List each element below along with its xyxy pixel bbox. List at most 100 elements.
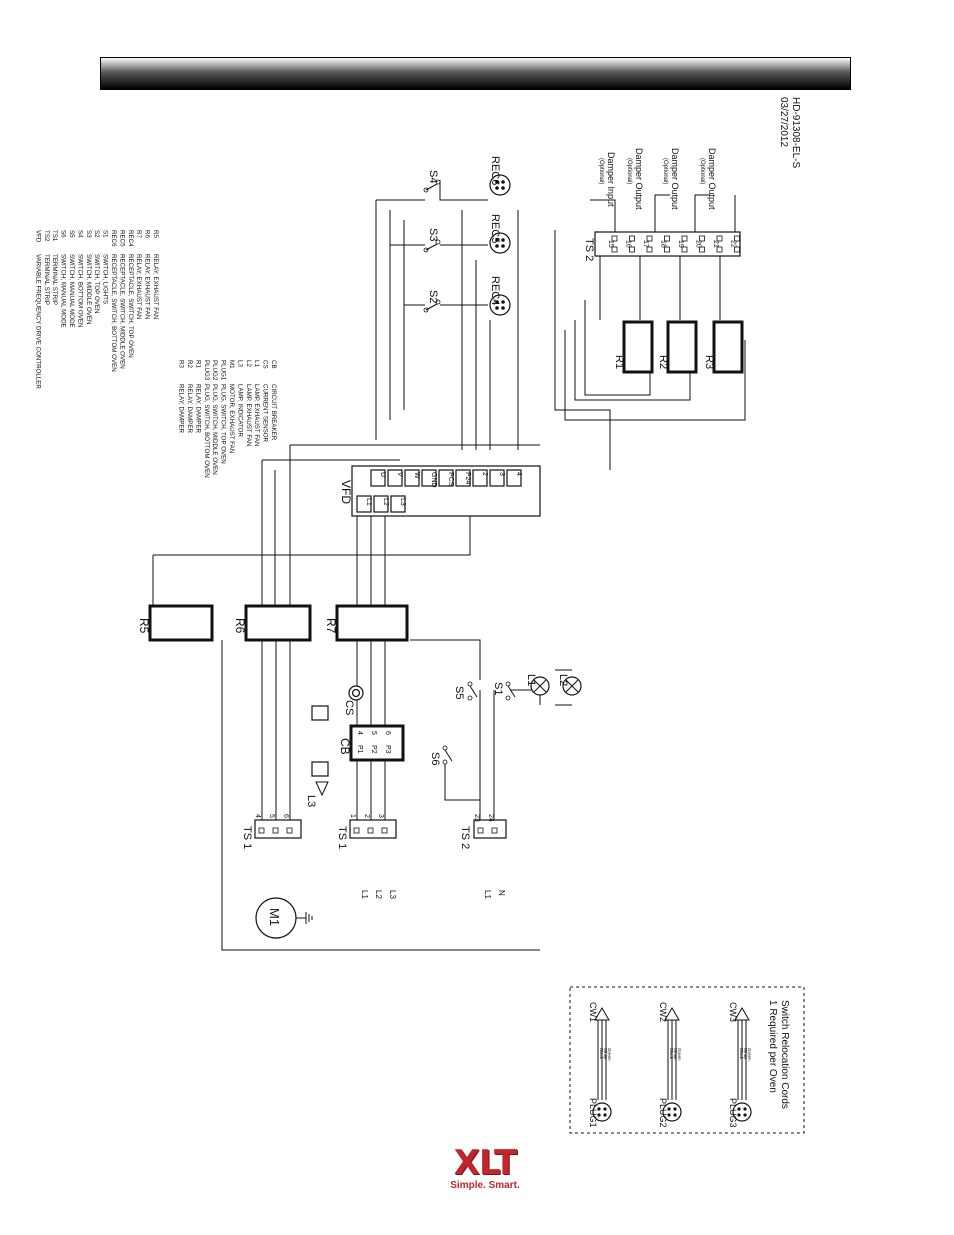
- terminal: [421, 469, 437, 487]
- rec6-label: REC6: [489, 156, 501, 185]
- legend-code: R5: [152, 230, 159, 238]
- damper-output-2-label: Damper Output: [670, 148, 680, 210]
- supply-label: N: [497, 890, 506, 896]
- cords-caption-line2: 1 Required per Oven: [767, 1000, 778, 1093]
- terminal-label: GND: [430, 472, 437, 488]
- terminal-label: 2: [481, 472, 488, 476]
- plug-icon: [732, 1102, 752, 1122]
- legend-desc: SWITCH, BOTTOM OVEN: [76, 254, 83, 327]
- cord-end: [594, 1007, 610, 1021]
- terminal: [716, 246, 723, 253]
- plug-pin: [603, 1107, 607, 1111]
- legend-code: REC5: [118, 230, 125, 247]
- cord-wires: [667, 1020, 677, 1100]
- wire-label: White: [743, 1048, 748, 1060]
- legend-desc: RELAY, DAMPER: [186, 384, 193, 433]
- terminal: [491, 827, 498, 834]
- terminal: [438, 469, 454, 487]
- plug-pin: [667, 1113, 671, 1117]
- wire-label: Green: [747, 1048, 752, 1061]
- terminal: [506, 469, 522, 487]
- receptacle-rec4: REC4: [489, 276, 511, 316]
- plug-pin: [597, 1113, 601, 1117]
- legend-desc: RELAY, DAMPER: [194, 384, 201, 433]
- s2-label: S2: [427, 290, 439, 303]
- damper-sub-3: (Optional): [662, 158, 668, 184]
- legend-desc: MOTOR, EXHAUST FAN: [228, 384, 235, 453]
- r7-label: R7: [324, 618, 338, 634]
- legend-code: R3: [178, 360, 185, 368]
- terminal: [390, 495, 406, 513]
- wires: [152, 180, 746, 951]
- legend-code: S3: [85, 230, 92, 238]
- supply-label: L1: [483, 890, 492, 899]
- legend-code: CB: [270, 360, 277, 369]
- terminal-label: P1: [356, 745, 363, 754]
- legend-code: M1: [228, 360, 235, 369]
- terminal: [716, 235, 723, 242]
- terminal-label: 19: [677, 240, 684, 248]
- terminal: [611, 235, 618, 242]
- terminal: [629, 246, 635, 253]
- terminal: [370, 469, 386, 487]
- plug-icon: [592, 1102, 612, 1122]
- wire-label: Green: [607, 1048, 612, 1061]
- terminal: [681, 235, 688, 242]
- wire-label: Black: [739, 1048, 744, 1060]
- wire-label: Green: [677, 1048, 682, 1061]
- terminal: [404, 469, 420, 487]
- terminal: [611, 246, 618, 253]
- plug-pin: [743, 1107, 747, 1111]
- legend-code: TS1: [51, 230, 58, 242]
- terminal: [646, 246, 653, 253]
- legend-desc: CURRENT SENSOR: [262, 384, 269, 443]
- terminal-label: 3: [498, 472, 505, 476]
- lamp-l3: L3: [305, 781, 329, 807]
- switch-s5: S5: [453, 681, 478, 701]
- cord-end: [734, 1007, 750, 1021]
- s6-label: S6: [429, 752, 441, 765]
- cord-wires: [597, 1020, 607, 1100]
- terminal: [646, 235, 653, 242]
- plug-label: PLUG2: [658, 1098, 668, 1128]
- terminal-label: P24: [464, 472, 471, 485]
- m1-label: M1: [267, 908, 282, 926]
- logo-tagline: Simple. Smart.: [450, 1180, 520, 1191]
- title-bar: [100, 57, 851, 90]
- legend-desc: RELAY, DAMPER: [178, 384, 185, 433]
- terminal: [353, 827, 360, 834]
- terminal-label: V: [396, 472, 403, 477]
- terminal-label: 4: [254, 814, 261, 818]
- legend-code: TS2: [43, 230, 50, 242]
- s5-label: S5: [453, 686, 465, 699]
- lamp-l1: L1: [525, 674, 550, 696]
- terminal-label: 22: [730, 240, 737, 248]
- terminal-label: L3: [399, 498, 406, 506]
- r5-label: R5: [137, 618, 151, 634]
- cord-end: [664, 1007, 680, 1021]
- ts2-top-label: TS 2: [583, 238, 595, 261]
- legend-desc: VARIABLE FREQUENCY DRIVE CONTROLLER: [34, 254, 41, 389]
- legend-desc: RECEPTACLE, SWITCH, TOP OVEN: [127, 254, 134, 358]
- ts1-motor-label: TS 1: [241, 826, 253, 849]
- terminal: [629, 235, 635, 242]
- terminal: [664, 246, 670, 253]
- relay-r1: R1: [613, 320, 654, 374]
- terminal-label: 5: [268, 814, 275, 818]
- cw-label: CW1: [588, 1002, 598, 1022]
- terminal: [734, 235, 740, 242]
- legend-code: CS: [262, 360, 269, 369]
- receptacle-rec6: REC6: [489, 156, 511, 196]
- legend-code: VFD: [34, 230, 41, 243]
- legend-desc: RELAY, EXHAUST FAN: [135, 254, 142, 319]
- damper-output-1-label: Damper Output: [634, 148, 644, 210]
- legend-code: PLUG3: [203, 360, 210, 381]
- plug-pin: [667, 1107, 671, 1111]
- cb-label: CB: [338, 738, 352, 755]
